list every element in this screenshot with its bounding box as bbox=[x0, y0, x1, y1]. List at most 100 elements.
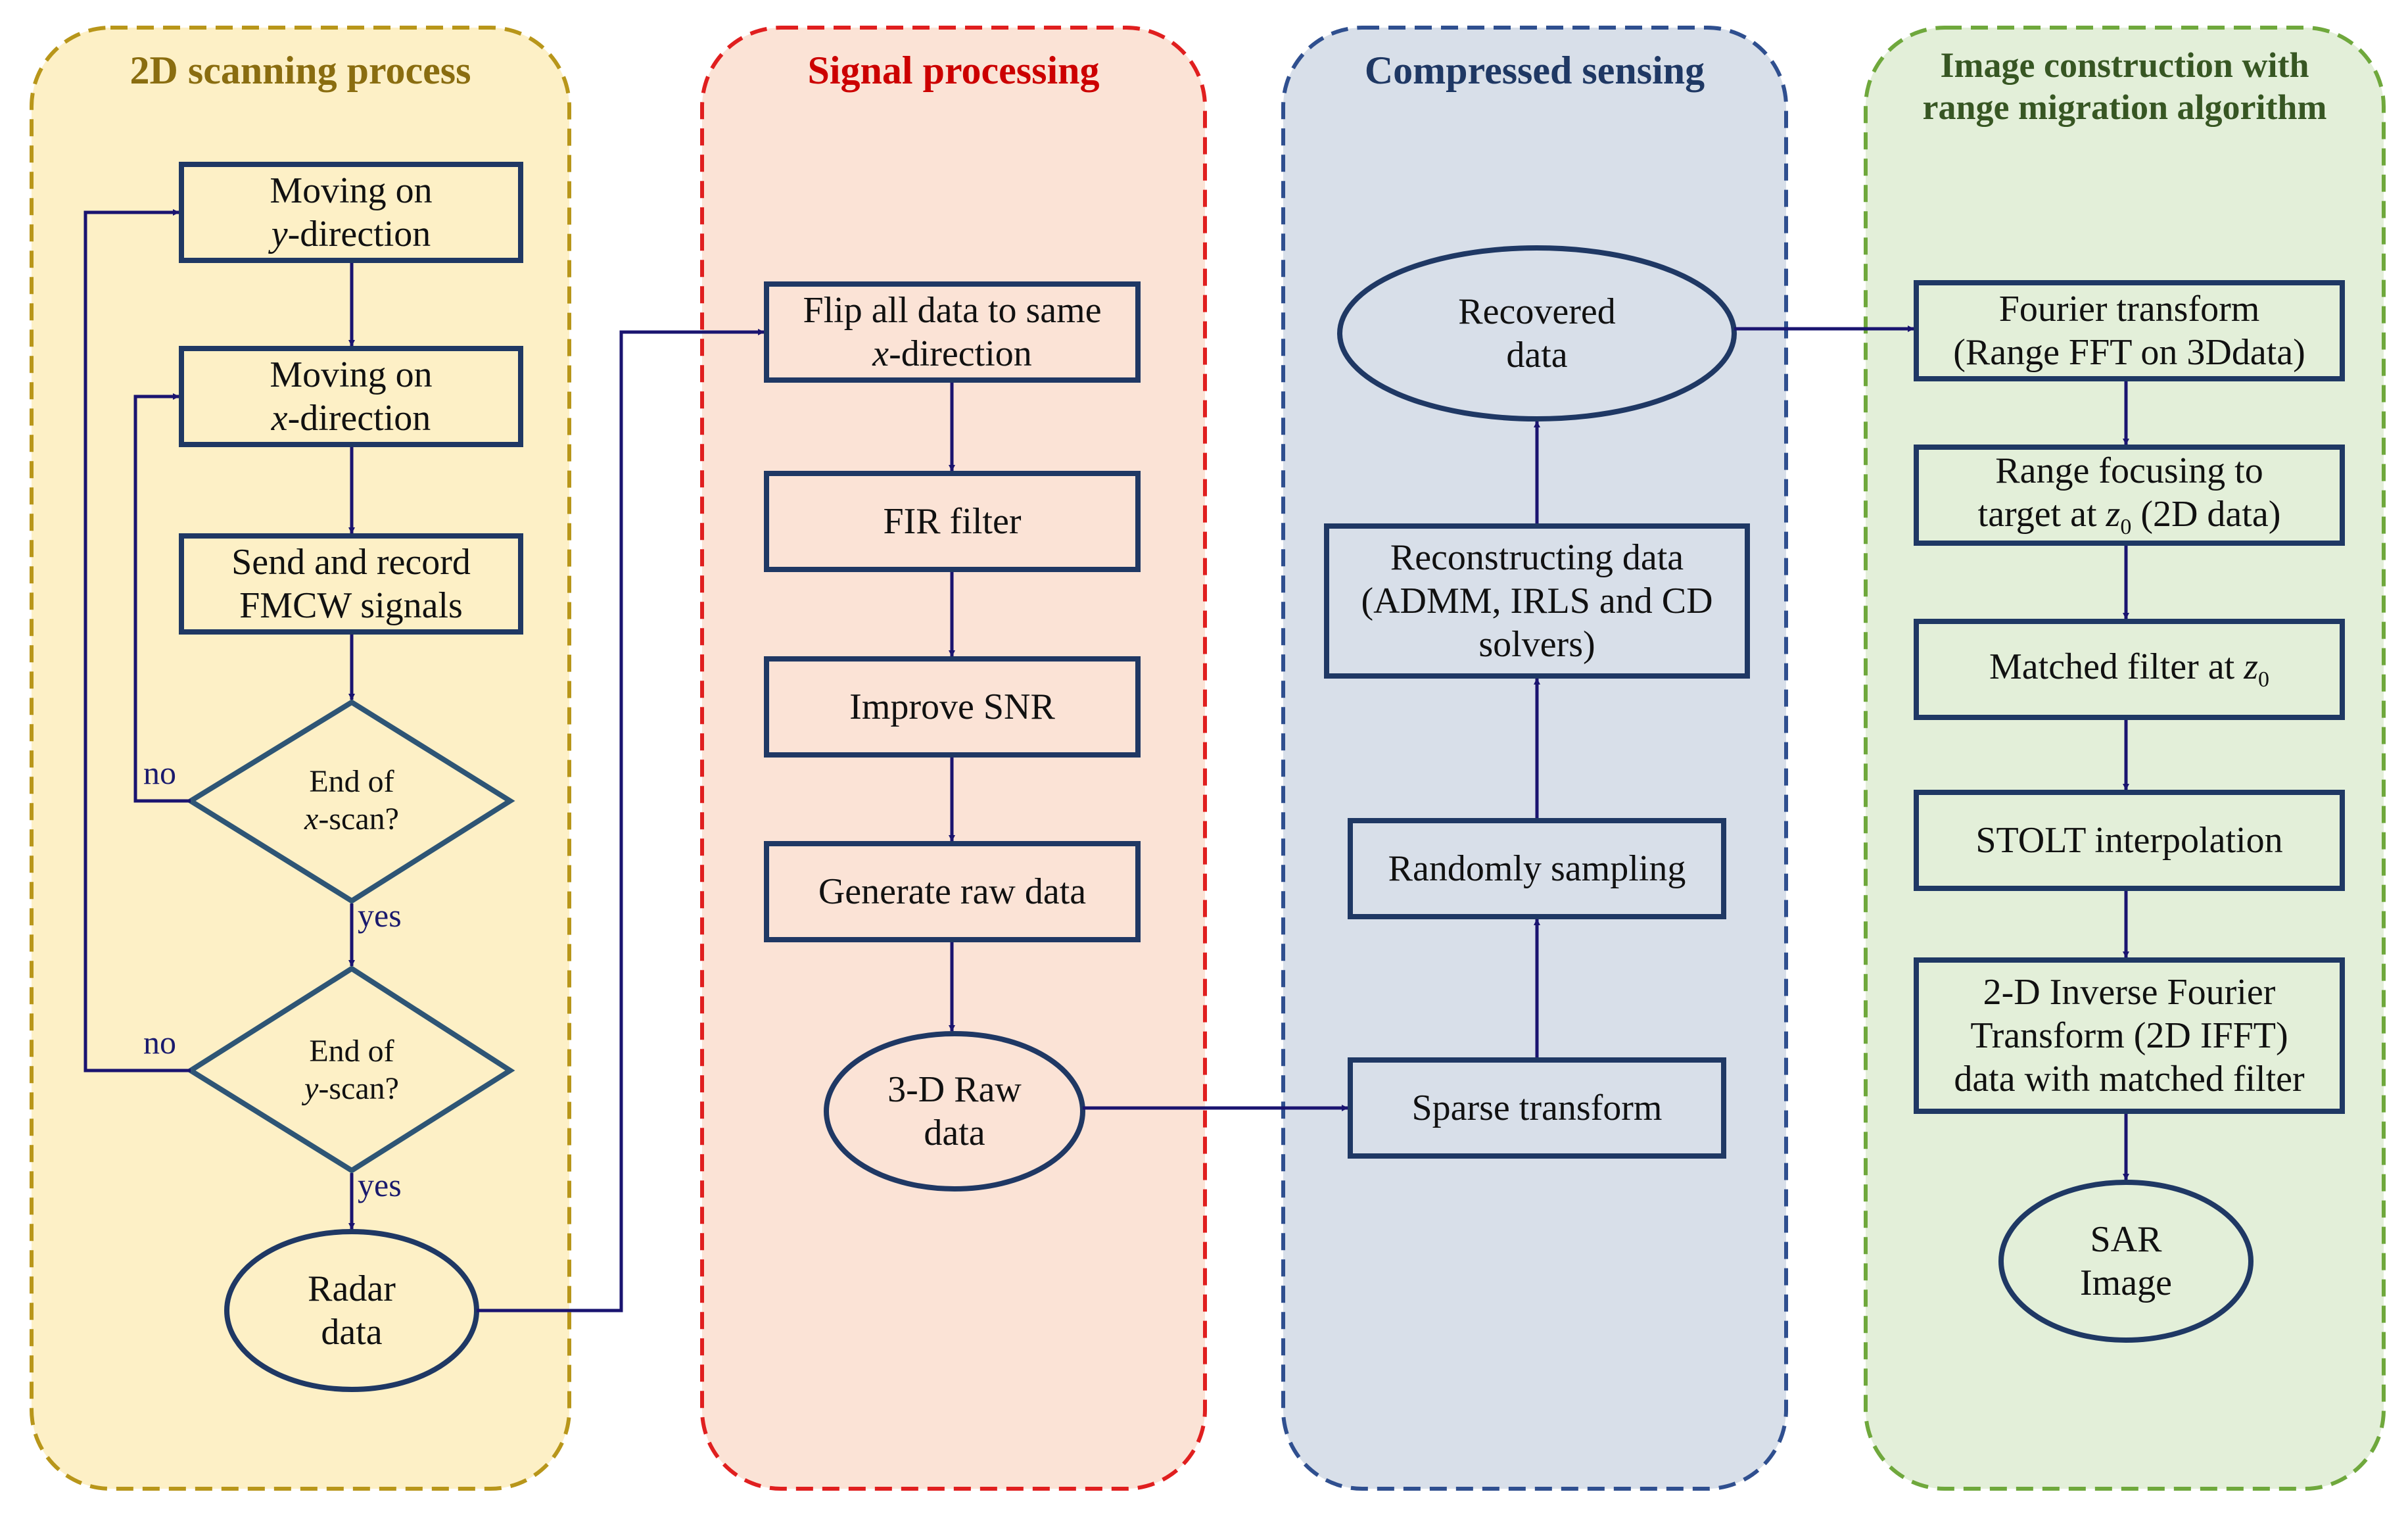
end-x-line2: x-scan? bbox=[304, 801, 399, 838]
stolt-label: STOLT interpolation bbox=[1975, 819, 2283, 861]
ifft-label: 2-D Inverse Fourier Transform (2D IFFT) … bbox=[1916, 960, 2342, 1111]
reconstruct-line3: solvers) bbox=[1478, 624, 1595, 665]
recovered-ellipse bbox=[1337, 245, 1737, 421]
panel-title-compressed: Compressed sensing bbox=[1364, 48, 1705, 92]
sar-line2: Image bbox=[2080, 1263, 2172, 1303]
random-label: Randomly sampling bbox=[1388, 848, 1686, 889]
move-x-var: x bbox=[271, 398, 288, 439]
move-x-line1: Moving on bbox=[270, 354, 433, 395]
range-focus-line1: Range focusing to bbox=[1995, 450, 2263, 492]
reconstruct-label: Reconstructing data (ADMM, IRLS and CD s… bbox=[1327, 526, 1747, 676]
range-focus-label: Range focusing to target at z0 (2D data) bbox=[1916, 447, 2342, 543]
flip-line2: x-direction bbox=[872, 332, 1032, 375]
panel-title-signal: Signal processing bbox=[807, 48, 1100, 92]
fourier-label: Fourier transform (Range FFT on 3Ddata) bbox=[1916, 283, 2342, 379]
fourier-line1: Fourier transform bbox=[1998, 288, 2260, 329]
sparse-label: Sparse transform bbox=[1411, 1087, 1663, 1128]
end-y-line1: End of bbox=[309, 1034, 394, 1069]
ifft-line1: 2-D Inverse Fourier bbox=[1983, 971, 2276, 1013]
move-y-label: Moving on y-direction bbox=[181, 164, 521, 260]
radar-data-line1: Radar bbox=[308, 1268, 396, 1309]
fourier-box bbox=[1914, 280, 2345, 381]
move-x-line2: x-direction bbox=[271, 397, 431, 440]
end-x-var: x bbox=[304, 802, 319, 836]
end-x-diamond bbox=[185, 699, 515, 904]
ifft-line3: data with matched filter bbox=[1954, 1059, 2305, 1100]
yes-y-label: yes bbox=[358, 1166, 402, 1203]
flip-box bbox=[764, 281, 1141, 383]
matched-box bbox=[1914, 619, 2345, 720]
move-y-line2: y-direction bbox=[271, 212, 431, 256]
no-y-label: no bbox=[143, 1023, 176, 1061]
fourier-line2: (Range FFT on 3Ddata) bbox=[1953, 332, 2305, 373]
random-box bbox=[1348, 818, 1726, 919]
range-focus-sub: 0 bbox=[2120, 515, 2132, 540]
stolt-box bbox=[1914, 790, 2345, 891]
matched-pre: Matched filter at bbox=[1989, 646, 2244, 688]
send-record-box bbox=[179, 533, 523, 635]
move-x-rest: -direction bbox=[287, 398, 431, 439]
arrow-no-y-loop bbox=[83, 209, 191, 1072]
flip-var: x bbox=[872, 333, 889, 374]
snr-box bbox=[764, 656, 1141, 758]
no-x-label: no bbox=[143, 754, 176, 791]
end-x-line1: End of bbox=[309, 764, 394, 800]
send-record-line1: Send and record bbox=[231, 541, 471, 583]
end-y-var: y bbox=[304, 1071, 319, 1106]
matched-label: Matched filter at z0 bbox=[1916, 621, 2342, 717]
recovered-line2: data bbox=[1506, 335, 1568, 375]
raw3d-line2: data bbox=[924, 1113, 985, 1153]
snr-label: Improve SNR bbox=[849, 686, 1055, 727]
sparse-box bbox=[1348, 1057, 1726, 1159]
range-focus-pre: target at bbox=[1977, 494, 2106, 535]
yes-x-label: yes bbox=[358, 896, 402, 934]
sar-label: SAR Image bbox=[2001, 1182, 2251, 1340]
arrow-radar-flip bbox=[477, 329, 765, 1312]
matched-line: Matched filter at z0 bbox=[1989, 645, 2269, 693]
fir-box bbox=[764, 471, 1141, 572]
panel-title-image-line1: Image construction with bbox=[1940, 45, 2309, 85]
end-x-label: End of x-scan? bbox=[224, 743, 480, 859]
raw3d-line1: 3-D Raw bbox=[887, 1069, 1022, 1110]
move-x-box bbox=[179, 346, 523, 447]
end-y-line2: y-scan? bbox=[304, 1071, 399, 1108]
radar-data-line2: data bbox=[321, 1312, 383, 1353]
move-y-rest: -direction bbox=[287, 214, 431, 254]
move-y-var: y bbox=[271, 214, 288, 254]
send-record-label: Send and record FMCW signals bbox=[181, 536, 521, 632]
raw-gen-label: Generate raw data bbox=[818, 871, 1087, 912]
panel-title-image-line2: range migration algorithm bbox=[1922, 87, 2327, 127]
flip-label: Flip all data to same x-direction bbox=[767, 284, 1138, 380]
end-y-rest: -scan? bbox=[318, 1071, 399, 1106]
range-focus-line2: target at z0 (2D data) bbox=[1978, 493, 2281, 541]
reconstruct-box bbox=[1324, 523, 1750, 679]
panel-title-scanning: 2D scanning process bbox=[130, 48, 471, 92]
send-record-line2: FMCW signals bbox=[239, 585, 463, 626]
panel-scanning bbox=[30, 26, 571, 1491]
flip-rest: -direction bbox=[889, 333, 1032, 374]
panel-compressed bbox=[1281, 26, 1788, 1491]
arrow-no-x-loop bbox=[133, 393, 191, 803]
reconstruct-line1: Reconstructing data bbox=[1390, 537, 1684, 578]
ifft-line2: Transform (2D IFFT) bbox=[1970, 1015, 2288, 1056]
flip-line1: Flip all data to same bbox=[803, 289, 1102, 331]
raw3d-label: 3-D Raw data bbox=[826, 1034, 1083, 1189]
radar-data-label: Radar data bbox=[227, 1232, 477, 1389]
panel-title-image: Image construction with range migration … bbox=[1866, 34, 2384, 139]
move-x-label: Moving on x-direction bbox=[181, 349, 521, 445]
end-y-diamond bbox=[185, 965, 515, 1174]
matched-sub: 0 bbox=[2257, 667, 2269, 692]
move-y-line1: Moving on bbox=[270, 170, 433, 211]
range-focus-post: (2D data) bbox=[2131, 494, 2281, 535]
end-y-label: End of y-scan? bbox=[224, 1013, 480, 1128]
fir-label: FIR filter bbox=[883, 500, 1022, 542]
reconstruct-line2: (ADMM, IRLS and CD bbox=[1361, 580, 1713, 621]
recovered-label: Recovered data bbox=[1340, 248, 1734, 419]
move-y-box bbox=[179, 162, 523, 263]
end-x-rest: -scan? bbox=[318, 802, 399, 836]
sar-line1: SAR bbox=[2090, 1218, 2162, 1260]
ifft-box bbox=[1914, 957, 2345, 1114]
matched-var: z bbox=[2244, 646, 2258, 688]
raw-gen-box bbox=[764, 841, 1141, 942]
